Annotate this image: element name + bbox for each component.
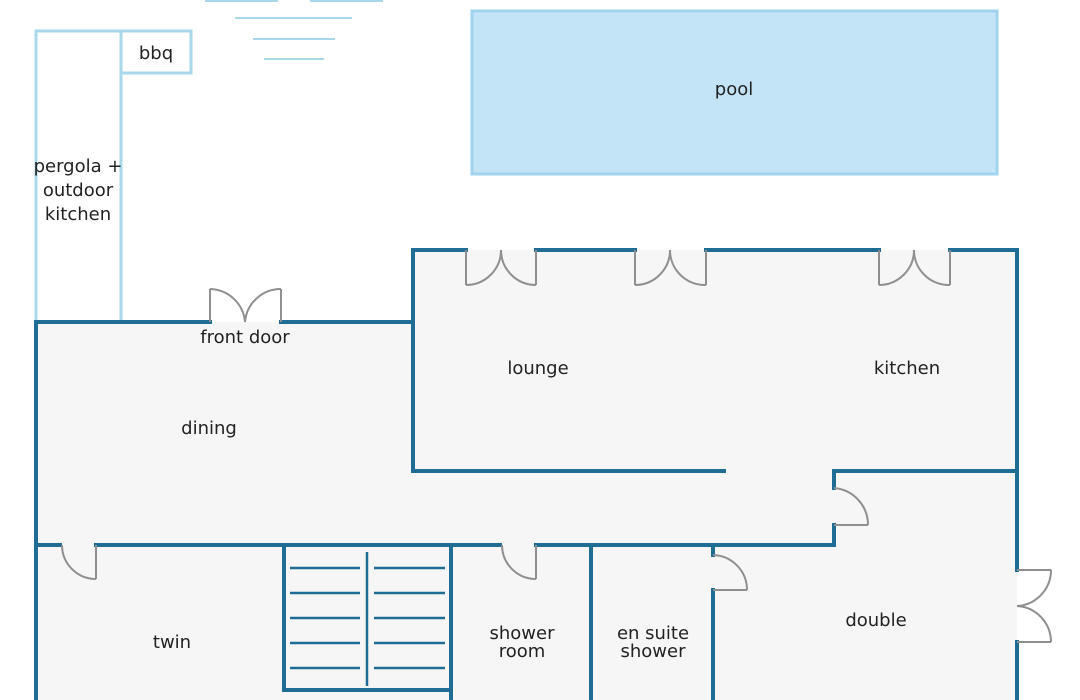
shower-room-label-line1: shower xyxy=(490,623,556,644)
pergola-label-line1: pergola + xyxy=(34,156,123,177)
house-floor xyxy=(36,250,1017,700)
lounge-label: lounge xyxy=(507,358,568,379)
pergola-label-line2: outdoor xyxy=(43,180,114,201)
shower-room-door-icon xyxy=(501,544,537,580)
en-suite-label-line2: shower xyxy=(621,641,687,662)
front-door-icon xyxy=(209,287,282,323)
walls xyxy=(34,248,1019,700)
kitchen-door-icon xyxy=(878,249,951,287)
dining-label: dining xyxy=(181,418,237,439)
twin-door-icon xyxy=(61,544,97,580)
water-lines xyxy=(205,0,383,60)
lounge-door-right-icon xyxy=(634,249,707,287)
kitchen-label: kitchen xyxy=(874,358,940,379)
en-suite-label-line1: en suite xyxy=(617,623,689,644)
front-door-label: front door xyxy=(200,327,290,348)
bbq-label: bbq xyxy=(139,43,173,64)
double-label: double xyxy=(845,610,906,631)
lounge-door-left-icon xyxy=(465,249,537,286)
pool-label: pool xyxy=(715,79,753,100)
double-outside-door-icon xyxy=(1016,569,1053,643)
double-room-door-icon xyxy=(833,487,870,526)
pool xyxy=(470,9,999,176)
pergola-outline xyxy=(34,29,193,322)
shower-room-label-line2: room xyxy=(499,641,546,662)
staircase xyxy=(290,552,445,686)
twin-label: twin xyxy=(153,632,191,653)
en-suite-door-icon xyxy=(712,554,748,591)
pergola-label-line3: kitchen xyxy=(45,204,111,225)
